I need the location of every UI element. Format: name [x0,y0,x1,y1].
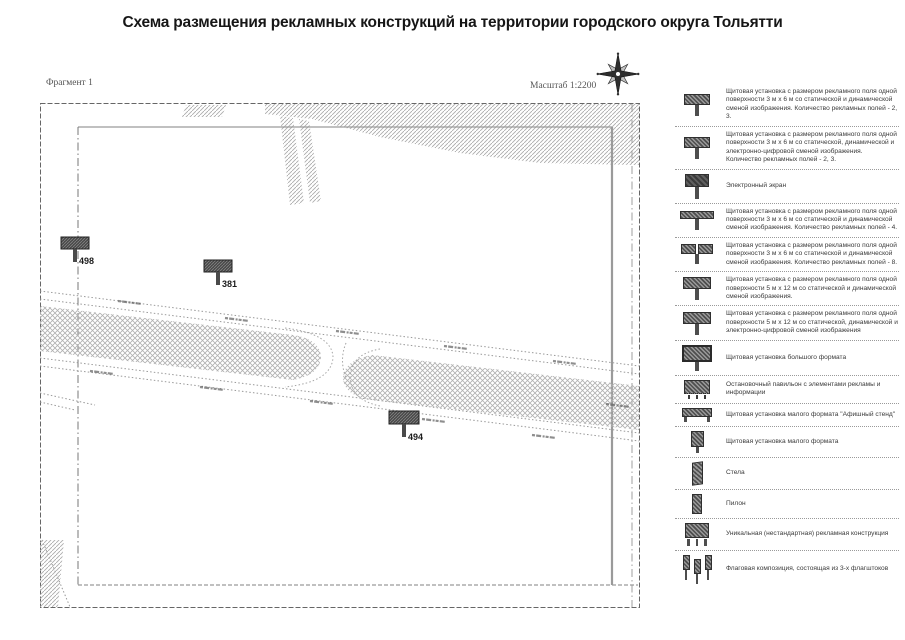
marker-494: 494 [388,410,423,442]
legend-item: Флаговая композиция, состоящая из 3-х фл… [675,551,899,588]
legend-item-text: Щитовая установка с размером рекламного … [726,88,898,121]
bus-stop-pavilion-icon [675,379,719,399]
legend-item: Пилон [675,490,899,519]
legend-item-text: Щитовая установка с размером рекламного … [726,207,898,232]
legend-item-text: Уникальная (нестандартная) рекламная кон… [726,530,889,538]
marker-381: 381 [203,259,237,289]
legend-item: Щитовая установка с размером рекламного … [675,84,899,127]
large-format-billboard-icon [675,344,719,371]
legend-item: Остановочный павильон с элементами рекла… [675,376,899,404]
legend-item: Щитовая установка малого формата [675,427,899,458]
electronic-screen-icon [675,173,719,199]
unique-construction-icon [675,522,719,546]
legend-item-text: Электронный экран [726,181,787,189]
legend-item: Стела [675,458,899,490]
legend-item-text: Щитовая установка малого формата [726,437,839,445]
compass-rose-icon [596,52,640,96]
legend-item: Уникальная (нестандартная) рекламная кон… [675,519,899,551]
poster-stand-icon [675,407,719,422]
legend-item: Щитовая установка с размером рекламного … [675,272,899,307]
scale-label: Масштаб 1:2200 [530,81,597,91]
legend-item: Щитовая установка с размером рекламного … [675,306,899,341]
legend-item-text: Щитовая установка с размером рекламного … [726,130,897,164]
billboard-3x6-digital-icon [675,136,719,159]
road-median-hatch [40,306,639,430]
legend-item: Щитовая установка малого формата "Афишны… [675,404,899,427]
legend-item: Щитовая установка с размером рекламного … [675,204,899,238]
legend-item-text: Стела [726,469,745,477]
legend-item-text: Щитовая установка с размером рекламного … [726,276,897,300]
legend-item-text: Щитовая установка с размером рекламного … [726,310,898,335]
marker-498: 498 [60,236,94,266]
legend-item: Щитовая установка с размером рекламного … [675,238,899,273]
legend-panel: Щитовая установка с размером рекламного … [675,84,899,636]
page-title: Схема размещения рекламных конструкций н… [122,14,783,31]
legend-item: Электронный экран [675,170,899,204]
billboard-5x12-digital-icon [675,311,719,335]
fragment-label: Фрагмент 1 [46,78,93,88]
billboard-3x6-8fields-icon [675,244,719,265]
billboard-3x6-4fields-icon [675,210,719,230]
legend-item-text: Остановочный павильон с элементами рекла… [726,380,881,397]
hatched-area-bottom-left [40,540,64,607]
legend-item: Щитовая установка с размером рекламного … [675,127,899,170]
map-outer-border [40,103,640,608]
legend-item-text: Щитовая установка с размером рекламного … [726,241,898,266]
marker-498-label: 498 [79,256,94,266]
stela-icon [675,460,719,486]
hatched-area-top [182,104,639,205]
u-turn-lanes [284,327,381,407]
road-label-smudges [89,299,631,440]
map-panel: 498 381 494 [40,103,640,608]
flag-composition-icon [675,554,719,584]
map-inner-border [77,104,638,607]
pilon-icon [675,493,719,514]
small-format-billboard-icon [675,430,719,453]
marker-494-label: 494 [408,432,423,442]
legend-item-text: Щитовая установка малого формата "Афишны… [726,410,896,418]
legend-item-text: Флаговая композиция, состоящая из 3-х фл… [726,565,889,573]
legend-item: Щитовая установка большого формата [675,341,899,376]
legend-item-text: Пилон [726,499,746,507]
billboard-3x6-icon [675,93,719,116]
legend-item-text: Щитовая установка большого формата [726,353,847,361]
marker-381-label: 381 [222,279,237,289]
billboard-5x12-icon [675,277,719,301]
